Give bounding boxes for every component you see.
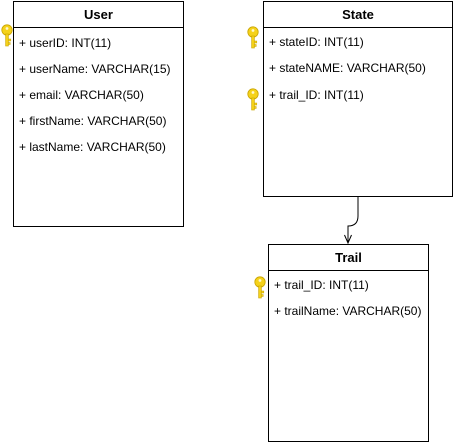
user-field-lastname: + lastName: VARCHAR(50) [19, 140, 166, 154]
trail-field-trailid: + trail_ID: INT(11) [274, 278, 369, 292]
trail-table-title: Trail [269, 245, 428, 271]
state-field-trailid: + trail_ID: INT(11) [269, 88, 364, 102]
user-field-firstname: + firstName: VARCHAR(50) [19, 114, 167, 128]
user-field-email: + email: VARCHAR(50) [19, 88, 144, 102]
trail-field-trailname: + trailName: VARCHAR(50) [274, 304, 422, 318]
key-icon [247, 88, 259, 111]
state-field-stateid: + stateID: INT(11) [269, 35, 364, 49]
state-table-title: State [264, 2, 452, 28]
state-field-statename: + stateNAME: VARCHAR(50) [269, 61, 426, 75]
user-field-username: + userName: VARCHAR(15) [19, 62, 171, 76]
user-table[interactable]: User + userID: INT(11) + userName: VARCH… [13, 1, 184, 227]
user-table-title: User [14, 2, 183, 28]
user-field-userid: + userID: INT(11) [19, 36, 112, 50]
state-table[interactable]: State + stateID: INT(11) + stateNAME: VA… [263, 1, 453, 197]
key-icon [254, 276, 266, 299]
key-icon [247, 26, 259, 49]
key-icon [1, 24, 13, 47]
trail-table[interactable]: Trail + trail_ID: INT(11) + trailName: V… [268, 244, 429, 442]
